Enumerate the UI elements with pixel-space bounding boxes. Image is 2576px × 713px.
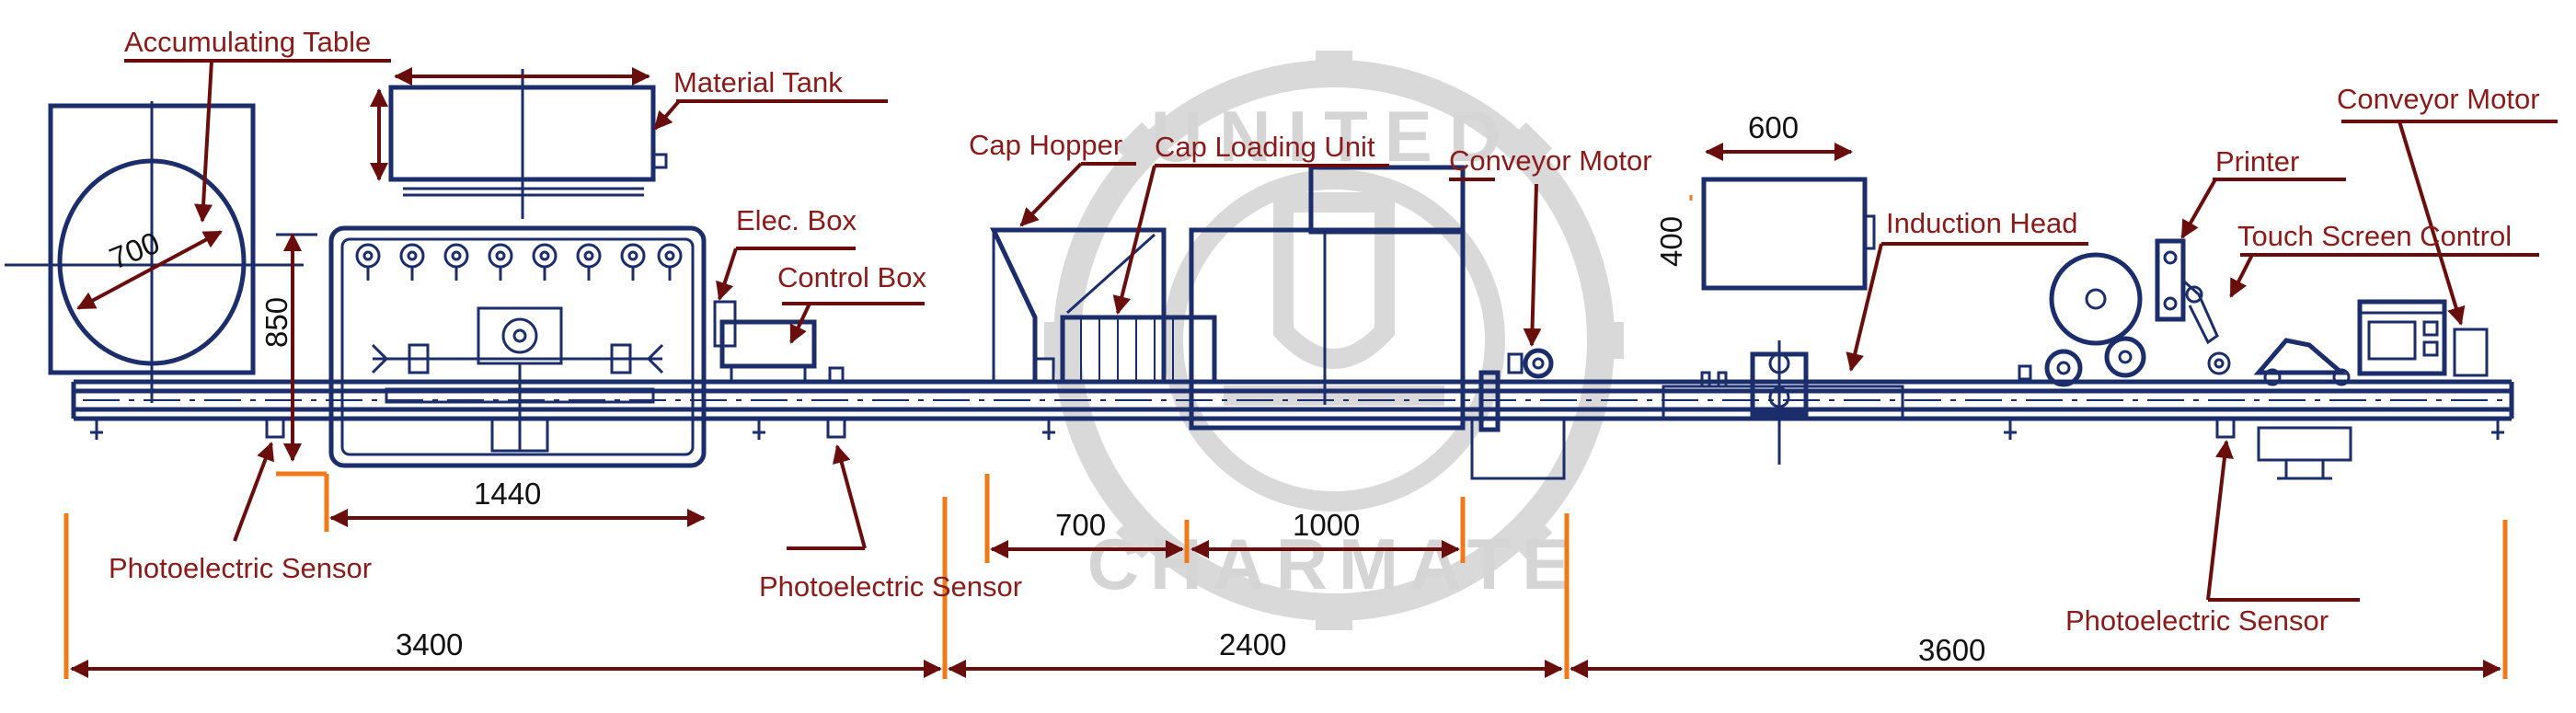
accumulating-table: 700 [5, 101, 304, 403]
photoelectric-sensor-2-body [826, 417, 846, 439]
touch-screen-control [2357, 299, 2447, 376]
label-material-tank: Material Tank [673, 66, 843, 98]
label-cap-loading-unit: Cap Loading Unit [1155, 131, 1375, 163]
photoelectric-sensor-3-body [2215, 417, 2236, 439]
watermark: UNITED CHARMATE [1044, 51, 1624, 630]
capper-width-dimension: 1000 [1293, 508, 1360, 542]
label-control-box: Control Box [777, 261, 926, 293]
induction-head: 600 400 [1654, 110, 1904, 465]
filling-drive-assembly [371, 306, 664, 453]
main-conveyor [71, 379, 2514, 440]
material-tank [370, 67, 668, 219]
hopper-width-dimension: 700 [1055, 508, 1106, 542]
watermark-gear-icon [1044, 51, 1624, 630]
label-induction-head: Induction Head [1886, 207, 2078, 239]
label-printer: Printer [2215, 145, 2299, 178]
label-conveyor-motor-2: Conveyor Motor [2337, 83, 2540, 115]
filling-nozzles [355, 243, 683, 281]
filling-machine: 850 1440 [259, 225, 707, 532]
label-photoelectric-sensor-2: Photoelectric Sensor [759, 570, 1022, 603]
label-elec-box: Elec. Box [736, 204, 857, 236]
filler-width-label: 1440 [474, 477, 541, 511]
label-photoelectric-sensor-1: Photoelectric Sensor [109, 552, 372, 584]
label-accumulating-table: Accumulating Table [124, 26, 371, 58]
label-photoelectric-sensor-3: Photoelectric Sensor [2065, 604, 2329, 637]
section-3-dimension: 3600 [1918, 633, 1985, 667]
callout-labels: Accumulating Table Material Tank Elec. B… [109, 26, 2540, 637]
photoelectric-sensors [265, 417, 2236, 439]
section-1-dimension: 3400 [396, 627, 463, 661]
filler-height-label: 850 [259, 297, 293, 348]
induction-height-label: 400 [1654, 216, 1688, 267]
label-cap-hopper: Cap Hopper [969, 129, 1122, 161]
cap-loading-unit [1033, 315, 1217, 385]
conveyor-motor-2 [2453, 328, 2489, 377]
control-box [719, 319, 845, 383]
printer [2018, 238, 2351, 387]
callout-leaders [124, 59, 2558, 602]
conveyor-motor-1 [1470, 348, 1566, 480]
photoelectric-sensor-1-body [265, 417, 285, 439]
printer-base [2257, 426, 2352, 480]
watermark-bottom-text: CHARMATE [1087, 523, 1581, 604]
label-conveyor-motor-1: Conveyor Motor [1449, 144, 1652, 177]
watermark-top-text: UNITED [1151, 96, 1517, 177]
induction-width-label: 600 [1748, 110, 1799, 144]
section-dimensions: 3400 2400 3600 700 1000 [63, 474, 2508, 679]
section-2-dimension: 2400 [1219, 627, 1286, 661]
label-touch-screen-control: Touch Screen Control [2237, 220, 2512, 252]
